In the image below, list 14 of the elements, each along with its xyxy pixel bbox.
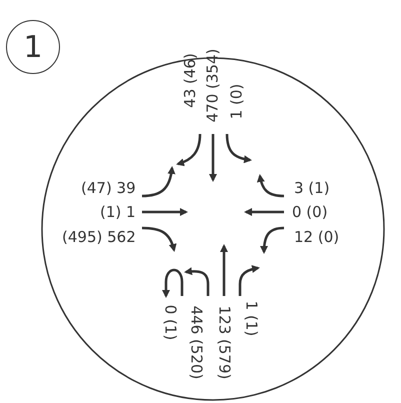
traffic-count: 3 (1) [294,180,330,196]
traffic-count: 1 (1) [243,300,258,336]
traffic-count: (47) 39 [81,180,136,196]
traffic-count: 446 (520) [188,305,204,379]
number-circle [6,20,60,74]
traffic-count: 1 (0) [229,83,244,119]
traffic-count: 0 (0) [292,204,328,220]
traffic-count: 12 (0) [294,230,340,244]
number-label: 1 [23,30,43,64]
traffic-count: 43 (46) [182,52,198,108]
traffic-count: (495) 562 [62,230,136,244]
traffic-count: (1) 1 [100,204,136,220]
traffic-count: 0 (1) [162,304,178,340]
traffic-count: 123 (579) [216,305,232,379]
